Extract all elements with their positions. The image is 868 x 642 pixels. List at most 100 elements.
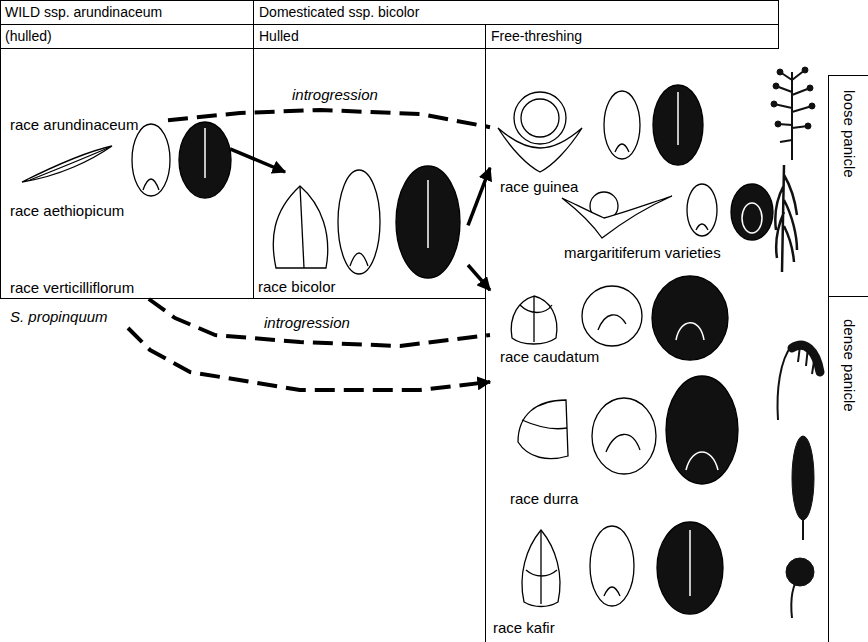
heading-text: S. propinquum [10,308,108,325]
glume [562,196,672,238]
panicle-band: dense panicle [828,296,868,642]
dark-grain [666,376,738,484]
race-group: race bicolor [256,172,468,296]
race-group: race verticilliflorum [8,279,184,299]
grain-mark [742,203,762,233]
heading-text: Hulled [259,28,299,44]
race-label: race durra [510,490,578,507]
heading-text: Free-threshing [491,28,582,44]
guinea-seeds [498,85,703,172]
race-group: race durra [490,372,740,510]
stem [802,518,804,540]
spikelet [771,101,777,107]
glume [522,530,560,607]
race-label: race arundinaceum [10,116,138,133]
embryo [615,144,629,152]
column-box: (hulled) race arundinaceum race aethiopicu… [0,24,254,299]
panicle-drawings [771,67,820,618]
grain [132,124,170,196]
race-group: race arundinaceum [8,113,168,137]
heading-text: (hulled) [5,28,52,44]
row-divider [0,48,779,49]
margaritiferum-seeds [562,184,773,240]
kafir-seeds [522,522,723,614]
glume-vein [520,296,552,342]
grain [590,526,634,606]
grain-mark [204,128,206,178]
grain [592,398,656,474]
glume [22,146,112,182]
caudatum-seeds [511,276,728,360]
derivation-arrow [468,265,490,290]
grain-ring [521,99,559,137]
glume-vein [522,420,567,429]
dark-grain [657,522,723,614]
dense-panicle-drawing [786,558,814,586]
heading-text: Domesticated ssp. bicolor [259,4,419,20]
header-cell: WILD ssp. arundinaceum [0,0,254,25]
race-label: race guinea [500,178,578,195]
embryo [606,434,640,452]
dense-panicle-drawing [792,436,814,520]
embryo [598,315,626,330]
introgression-line [149,299,490,346]
grain [604,91,640,159]
bicolor-seeds [273,166,460,278]
edge-label: introgression [290,86,380,103]
embryo [696,224,708,230]
dark-grain [731,184,773,240]
durra-seeds [518,376,738,484]
race-label: race kafir [493,619,555,636]
grain-mark [686,452,718,470]
dark-grain [396,166,460,278]
spikelet [805,123,811,129]
glume-vein [30,147,110,180]
race-group: margaritiferum varieties [528,178,778,262]
grain-mark [689,530,691,596]
introgression-line [128,328,490,390]
glume-vein [300,186,304,268]
grain [582,286,642,346]
spikelet [777,69,783,75]
species-label: S. propinquum [8,306,128,328]
grain-mark [676,323,704,340]
panicle-label: dense panicle [841,319,858,412]
glume [518,400,568,459]
grain [514,92,566,144]
race-label: race verticilliflorum [10,279,134,296]
dark-grain [652,276,728,360]
dark-grain [653,85,703,165]
heading-text: WILD ssp. arundinaceum [5,4,162,20]
spikelet [807,85,813,91]
race-group: race kafir [490,515,725,636]
panicle-label: loose panicle [841,90,858,178]
grain [687,184,717,236]
race-group: race aethiopicum [8,100,230,222]
spikelet [775,121,781,127]
loose-panicle-drawing [775,165,797,272]
race-group: race caudatum [490,272,730,368]
race-label: margaritiferum varieties [564,244,721,261]
grain-mark [427,180,429,248]
glume [273,186,327,268]
grain-mark [677,92,679,145]
glume-vein [526,530,557,604]
edge-label: introgression [262,314,352,331]
column-box: Hulled race bicolor [253,24,486,299]
spikelet [802,67,808,73]
spikelet [773,83,779,89]
header-cell: Domesticated ssp. bicolor [253,0,779,25]
derivation-arrow [468,168,490,225]
embryo [604,587,620,596]
column-box: Free-threshing race guinea margaritiferum … [485,24,779,642]
aethiopicum-seeds [22,122,231,198]
glume [511,296,557,344]
grain [338,170,380,274]
race-label: race aethiopicum [10,202,124,219]
panicle-fringe [798,346,815,374]
spikelet [809,103,815,109]
race-group: race guinea [490,82,705,195]
panicle-band: loose panicle [828,75,868,297]
race-label: race bicolor [258,278,336,295]
